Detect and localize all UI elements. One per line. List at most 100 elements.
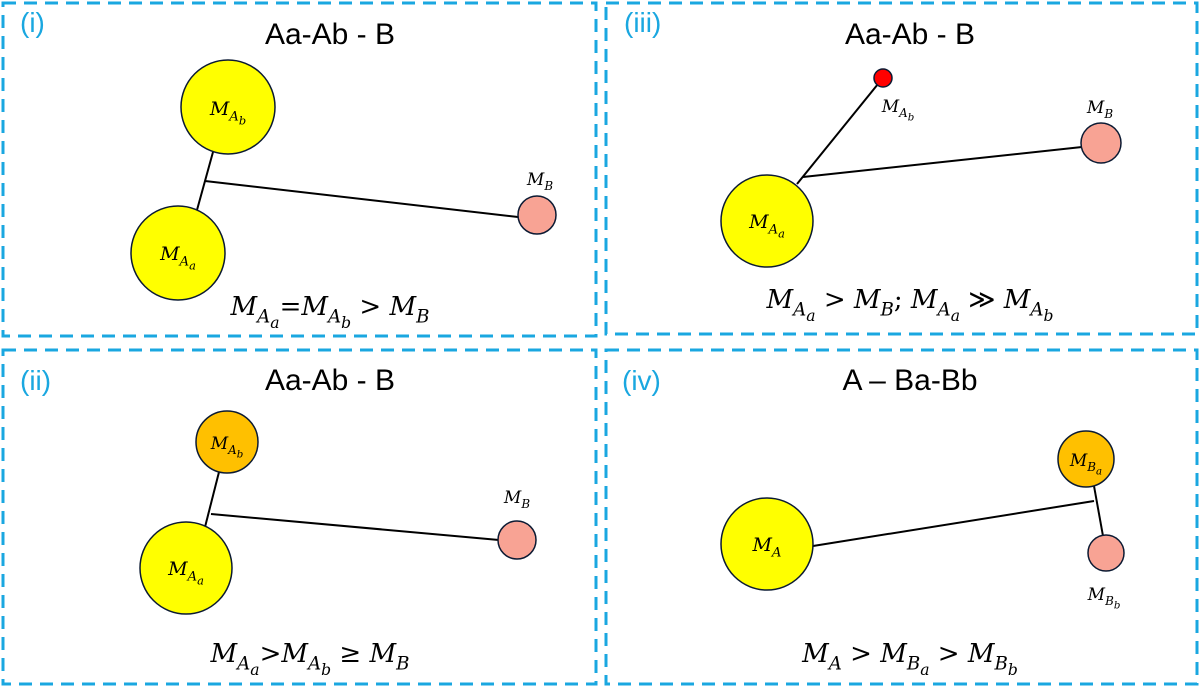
label-M-Aa: MAa bbox=[167, 558, 204, 588]
math-symbol: M bbox=[230, 292, 259, 322]
math-symbol: M bbox=[748, 211, 769, 233]
math-operator: > bbox=[930, 639, 968, 669]
math-operator: > bbox=[260, 639, 282, 669]
math-symbol: M bbox=[801, 639, 830, 669]
math-subscript: B bbox=[993, 653, 1007, 674]
label-M-Ab: MAb bbox=[210, 434, 244, 461]
panel-title: Aa-Ab - B bbox=[845, 18, 975, 51]
math-subscript: B bbox=[415, 306, 429, 327]
panel-tag: (iv) bbox=[622, 365, 661, 396]
math-subscript: B bbox=[395, 653, 409, 674]
panel-ii: (ii) Aa-Ab - B MAb MAa MB MAa>MAb ≥ MB bbox=[1, 348, 598, 686]
label-M-B: MB bbox=[1086, 98, 1113, 121]
label-M-Ba: MBa bbox=[1069, 451, 1102, 478]
star-Aa bbox=[720, 174, 814, 268]
math-subsubscript: a bbox=[951, 307, 960, 325]
inner-orbit-line bbox=[796, 83, 879, 185]
math-subscript: A bbox=[936, 299, 951, 320]
math-symbol: M bbox=[1087, 585, 1106, 605]
mass-relation: MA > MBa > MBb bbox=[801, 639, 1018, 679]
panel-title: Aa-Ab - B bbox=[265, 364, 395, 397]
math-operator: > bbox=[351, 292, 389, 322]
panel-title: Aa-Ab - B bbox=[265, 18, 395, 51]
panel-iii: (iii) Aa-Ab - B MAb MAa MB MAa > MB; MAa… bbox=[604, 1, 1199, 336]
math-subscript: A bbox=[186, 569, 198, 584]
mass-relation: MAa > MB; MAa ≫ MAb bbox=[766, 285, 1054, 325]
math-subscript: A bbox=[326, 306, 341, 327]
math-symbol: M bbox=[881, 97, 900, 117]
label-M-Ab: MAb bbox=[209, 98, 246, 128]
star-Aa bbox=[130, 205, 226, 301]
label-M-A: MA bbox=[751, 534, 781, 560]
outer-orbit-line bbox=[204, 180, 519, 218]
math-subscript: A bbox=[791, 299, 806, 320]
math-subscript: A bbox=[235, 653, 250, 674]
inner-orbit-line bbox=[1093, 485, 1104, 537]
math-symbol: M bbox=[209, 98, 230, 120]
inner-orbit-line bbox=[203, 471, 220, 532]
panel-title: A – Ba-Bb bbox=[842, 364, 977, 397]
star-A bbox=[720, 497, 814, 591]
math-subsubscript: a bbox=[189, 259, 196, 273]
math-subsubscript: a bbox=[920, 661, 929, 679]
star-B bbox=[517, 195, 557, 235]
star-Bb bbox=[1087, 534, 1125, 572]
math-subsubscript: a bbox=[250, 661, 259, 679]
panel-frame bbox=[604, 1, 1199, 336]
star-B bbox=[497, 520, 537, 560]
math-symbol: M bbox=[210, 434, 229, 454]
math-subscript: B bbox=[543, 179, 553, 193]
math-symbol: M bbox=[967, 639, 996, 669]
math-operator: = bbox=[280, 292, 302, 322]
math-symbol: M bbox=[210, 639, 239, 669]
math-symbol: M bbox=[300, 292, 329, 322]
panel-i: (i) Aa-Ab - B MAb MAa MB MAa=MAb > MB bbox=[1, 1, 598, 338]
math-subscript: A bbox=[898, 106, 908, 120]
panel-frame bbox=[604, 348, 1199, 686]
math-subsubscript: b bbox=[237, 450, 244, 461]
math-symbol: M bbox=[159, 243, 180, 265]
star-Ab bbox=[873, 68, 893, 88]
math-subscript: B bbox=[1086, 460, 1096, 474]
star-Ab bbox=[195, 410, 259, 474]
math-subscript: A bbox=[770, 545, 782, 560]
math-subscript: A bbox=[255, 306, 270, 327]
math-symbol: M bbox=[1069, 451, 1088, 471]
math-symbol: M bbox=[879, 639, 908, 669]
math-symbol: M bbox=[853, 285, 882, 315]
star-B bbox=[1080, 122, 1122, 164]
label-M-B: MB bbox=[503, 488, 530, 511]
math-subscript: B bbox=[906, 653, 920, 674]
math-subscript: A bbox=[227, 443, 237, 457]
math-subsubscript: a bbox=[806, 307, 815, 325]
star-Ba bbox=[1057, 430, 1115, 488]
math-subsubscript: b bbox=[1044, 307, 1054, 325]
star-Aa bbox=[139, 521, 233, 615]
math-subscript: B bbox=[1103, 107, 1113, 121]
math-subscript: B bbox=[1104, 594, 1114, 608]
math-subsubscript: b bbox=[908, 113, 915, 124]
math-subsubscript: b bbox=[1114, 601, 1121, 612]
label-M-B: MB bbox=[526, 170, 553, 193]
math-subsubscript: b bbox=[239, 114, 246, 128]
panel-frame bbox=[1, 348, 598, 686]
math-operator: ≫ bbox=[960, 285, 1004, 315]
label-M-Aa: MAa bbox=[159, 243, 196, 273]
math-operator: > bbox=[816, 285, 854, 315]
math-subsubscript: a bbox=[1096, 467, 1102, 478]
math-subsubscript: a bbox=[270, 314, 279, 332]
math-subscript: A bbox=[227, 109, 239, 124]
star-Ab bbox=[180, 59, 276, 155]
math-symbol: M bbox=[526, 170, 545, 190]
mass-relation: MAa=MAb > MB bbox=[230, 292, 430, 332]
math-symbol: M bbox=[280, 639, 309, 669]
math-symbol: M bbox=[1003, 285, 1032, 315]
mass-relation: MAa>MAb ≥ MB bbox=[210, 639, 410, 679]
math-subsubscript: a bbox=[197, 574, 204, 588]
math-subscript: A bbox=[1028, 299, 1043, 320]
math-symbol: M bbox=[1086, 98, 1105, 118]
label-M-Aa: MAa bbox=[748, 211, 785, 241]
math-symbol: M bbox=[751, 534, 772, 556]
math-symbol: M bbox=[910, 285, 939, 315]
